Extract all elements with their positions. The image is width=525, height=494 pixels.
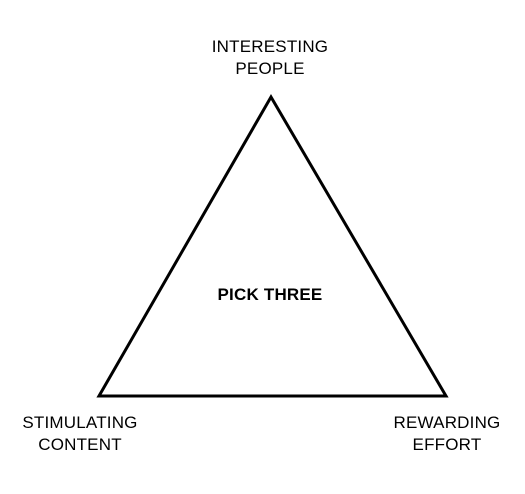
vertex-label-left-line2: CONTENT (38, 435, 122, 454)
vertex-label-right-line2: EFFORT (412, 435, 482, 454)
vertex-label-top-line2: PEOPLE (235, 59, 305, 78)
triangle-outline (96, 94, 449, 398)
vertex-label-left-line1: STIMULATING (22, 413, 138, 432)
vertex-label-top: INTERESTING PEOPLE (212, 36, 329, 80)
vertex-label-top-line1: INTERESTING (211, 37, 329, 56)
center-label: PICK THREE (217, 285, 323, 304)
vertex-label-left: STIMULATING CONTENT (22, 412, 137, 456)
vertex-label-right: REWARDING EFFORT (394, 412, 501, 456)
vertex-label-right-line1: REWARDING (393, 413, 501, 432)
